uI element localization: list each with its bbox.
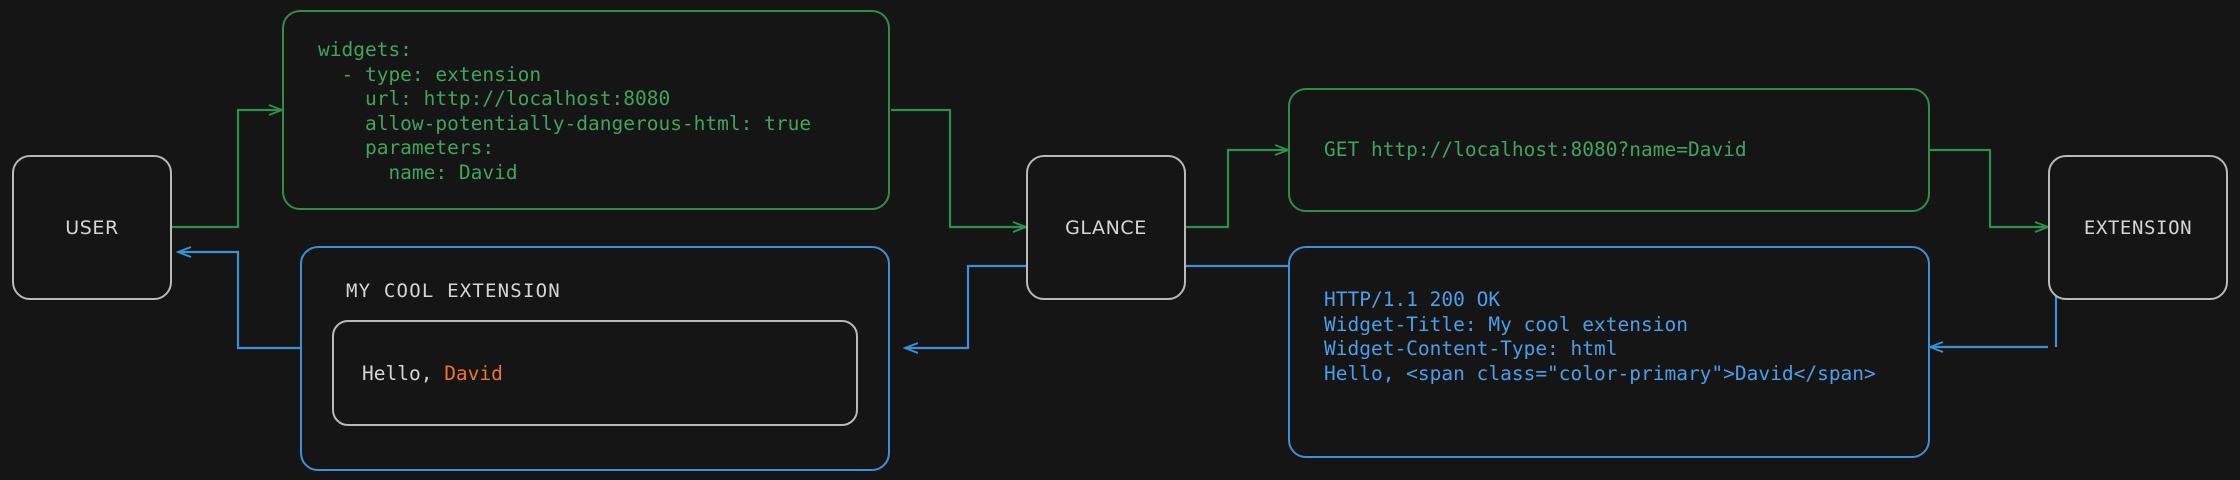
connector-config-to-glance: [891, 108, 1026, 227]
node-extension[interactable]: EXTENSION: [2048, 155, 2228, 300]
request-line-1: GET http://localhost:8080?name=David: [1324, 137, 1747, 161]
connector-request-to-extension: [1930, 148, 2048, 227]
node-extension-label: EXTENSION: [2083, 216, 2193, 239]
config-yaml-block: widgets: - type: extension url: http://l…: [282, 10, 890, 210]
node-user-label: USER: [65, 216, 119, 239]
response-line-5: Hello, <span class="color-primary">David…: [1324, 361, 1876, 385]
config-line-6: name: David: [318, 160, 518, 184]
widget-greeting-name: David: [444, 361, 503, 385]
node-glance-label: GLANCE: [1065, 216, 1147, 239]
response-line-3: Widget-Content-Type: html: [1324, 337, 1618, 360]
connector-extension-to-response: [1930, 250, 2058, 347]
config-line-1: widgets:: [318, 38, 412, 61]
config-line-5: parameters:: [318, 136, 495, 159]
config-line-3: url: http://localhost:8080: [318, 87, 671, 110]
widget-title: MY COOL EXTENSION: [346, 280, 561, 302]
node-glance[interactable]: GLANCE: [1026, 155, 1186, 300]
connector-widget-to-user: [178, 252, 300, 350]
config-line-4: allow-potentially-dangerous-html: true: [318, 111, 812, 135]
http-response-block: HTTP/1.1 200 OK Widget-Title: My cool ex…: [1288, 246, 1930, 458]
response-line-2: Widget-Title: My cool extension: [1324, 312, 1688, 336]
config-line-2: - type: extension: [318, 62, 542, 86]
connector-glance-to-request: [1172, 150, 1288, 229]
connector-user-to-config: [172, 110, 282, 229]
widget-content-frame: Hello, David: [332, 320, 858, 426]
node-user[interactable]: USER: [12, 155, 172, 300]
rendered-widget-block: MY COOL EXTENSION Hello, David: [300, 246, 890, 471]
widget-greeting-prefix: Hello,: [362, 361, 445, 385]
connector-glance-to-widget: [905, 264, 1026, 348]
http-request-block: GET http://localhost:8080?name=David: [1288, 88, 1930, 212]
response-line-1: HTTP/1.1 200 OK: [1324, 288, 1501, 311]
